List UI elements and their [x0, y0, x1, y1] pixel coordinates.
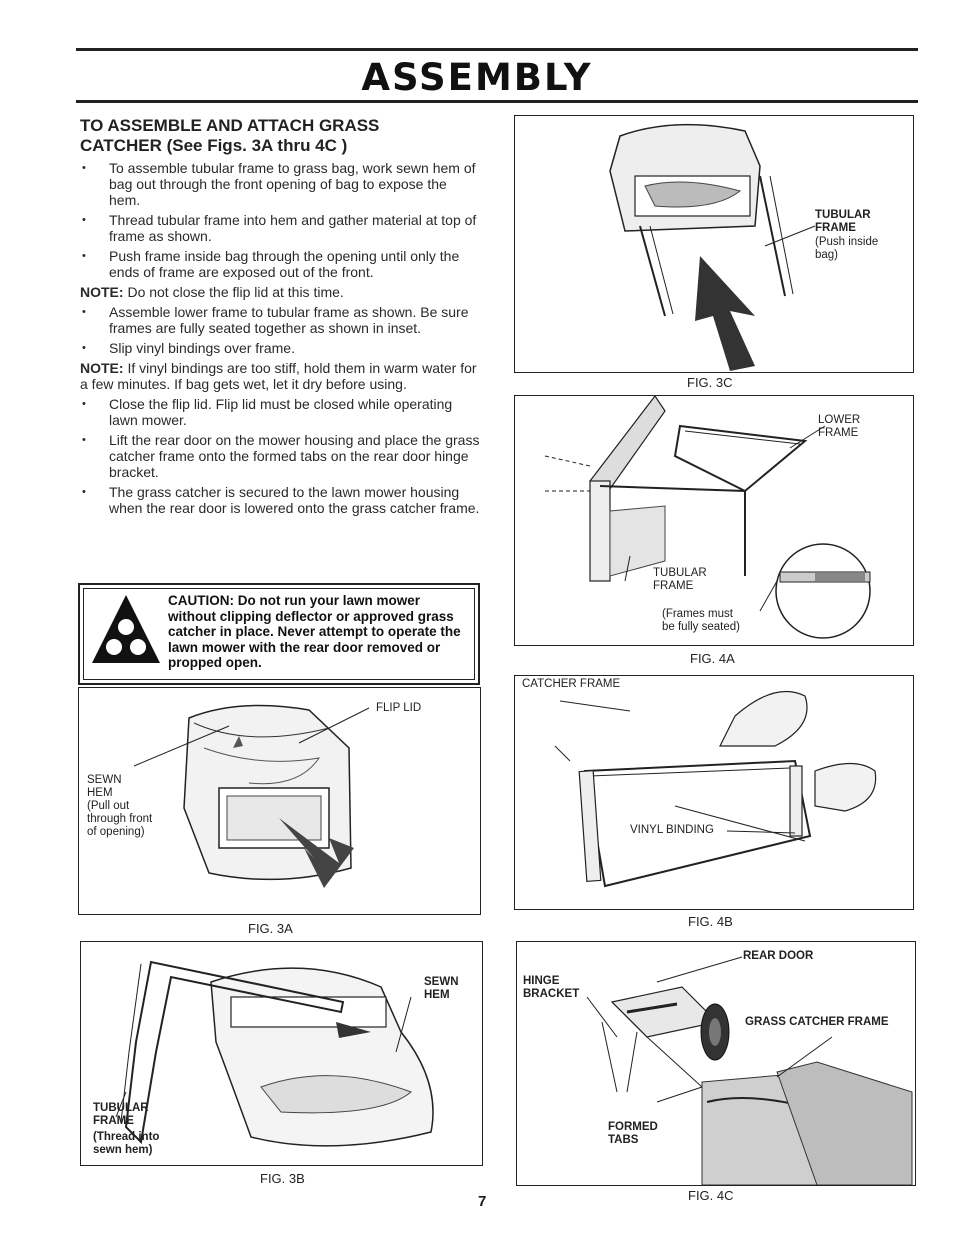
fig4a-frames-note: (Frames must be fully seated): [662, 608, 740, 633]
fig3b-sewn-hem-label: SEWN HEM: [424, 976, 459, 1001]
section-heading-line1: TO ASSEMBLE AND ATTACH GRASS: [80, 116, 380, 135]
fig3c-tubular-frame-label: TUBULAR FRAME: [815, 209, 871, 234]
caution-inner-border: [83, 588, 475, 680]
fig4c-rear-door-label: REAR DOOR: [743, 950, 814, 962]
step-8: The grass catcher is secured to the lawn…: [80, 484, 480, 516]
caution-text: CAUTION: Do not run your lawn mower with…: [168, 593, 461, 670]
note-1: NOTE: Do not close the flip lid at this …: [80, 284, 480, 300]
figure-3b-frame: SEWN HEM TUBULAR FRAME (Thread into sewn…: [80, 941, 483, 1166]
figure-3c-frame: TUBULAR FRAME (Push inside bag): [514, 115, 914, 373]
note-1-label: NOTE:: [80, 284, 124, 300]
fig3c-tubular-frame-note: (Push inside bag): [815, 236, 879, 261]
step-1: To assemble tubular frame to grass bag, …: [80, 160, 480, 208]
header-rule-top: [76, 48, 918, 51]
figure-3a-illustration: [133, 704, 370, 888]
fig3b-caption: FIG. 3B: [260, 1171, 305, 1186]
fig4c-caption: FIG. 4C: [688, 1188, 734, 1203]
fig4a-lower-frame-label: LOWER FRAME: [818, 414, 861, 439]
step-5: Slip vinyl bindings over frame.: [80, 340, 480, 356]
fig3c-caption: FIG. 3C: [687, 375, 733, 390]
fig4c-formed-tabs-label: FORMED TABS: [608, 1121, 658, 1146]
fig3a-sewn-hem-note: (Pull out through front of opening): [87, 800, 153, 838]
figure-3b-illustration: [115, 960, 434, 1147]
fig4a-caption: FIG. 4A: [690, 651, 735, 666]
note-2-text: If vinyl bindings are too stiff, hold th…: [80, 360, 477, 392]
fig3a-caption: FIG. 3A: [248, 921, 293, 936]
fig4a-tubular-frame-label: TUBULAR FRAME: [653, 567, 707, 592]
fig4c-hinge-bracket-label: HINGE BRACKET: [523, 975, 580, 1000]
note-2-label: NOTE:: [80, 360, 124, 376]
step-2: Thread tubular frame into hem and gather…: [80, 212, 480, 244]
fig4b-vinyl-binding-label: VINYL BINDING: [630, 824, 714, 836]
figure-4a-frame: LOWER FRAME TUBULAR FRAME (Frames must b…: [514, 395, 914, 646]
figure-4b-frame: CATCHER FRAME VINYL BINDING: [514, 675, 914, 910]
note-1-text: Do not close the flip lid at this time.: [127, 284, 344, 300]
fig3b-tubular-frame-note: (Thread into sewn hem): [93, 1131, 160, 1156]
warning-triangle-icon: [92, 595, 160, 663]
page-title: ASSEMBLY: [361, 56, 593, 99]
fig3a-flip-lid-label: FLIP LID: [376, 702, 422, 714]
step-4: Assemble lower frame to tubular frame as…: [80, 304, 480, 336]
fig3a-sewn-hem-label: SEWN HEM: [87, 774, 122, 799]
fig3b-tubular-frame-label: TUBULAR FRAME: [93, 1102, 149, 1127]
note-2: NOTE: If vinyl bindings are too stiff, h…: [80, 360, 480, 392]
fig4b-catcher-frame-label: CATCHER FRAME: [522, 678, 621, 690]
section-heading-line2: CATCHER (See Figs. 3A thru 4C ): [80, 136, 348, 155]
header-rule-bottom: [76, 100, 918, 103]
fig4c-grass-catcher-frame-label: GRASS CATCHER FRAME: [745, 1016, 889, 1028]
step-6: Close the flip lid. Flip lid must be clo…: [80, 396, 480, 428]
figure-4c-frame: REAR DOOR HINGE BRACKET GRASS CATCHER FR…: [516, 941, 916, 1186]
figure-4a-illustration: [544, 396, 871, 639]
figure-3a-frame: FLIP LID SEWN HEM (Pull out through fron…: [78, 687, 481, 915]
step-7: Lift the rear door on the mower housing …: [80, 432, 480, 480]
fig4b-caption: FIG. 4B: [688, 914, 733, 929]
figure-4b-illustration: [554, 690, 877, 888]
page-number: 7: [478, 1193, 487, 1210]
caution-box: CAUTION: Do not run your lawn mower with…: [78, 583, 480, 685]
step-3: Push frame inside bag through the openin…: [80, 248, 480, 280]
section-heading: TO ASSEMBLE AND ATTACH GRASS CATCHER (Se…: [80, 116, 500, 156]
figure-3c-illustration: [609, 123, 816, 371]
instructions: To assemble tubular frame to grass bag, …: [80, 160, 480, 520]
figure-4c-illustration: [586, 956, 913, 1185]
